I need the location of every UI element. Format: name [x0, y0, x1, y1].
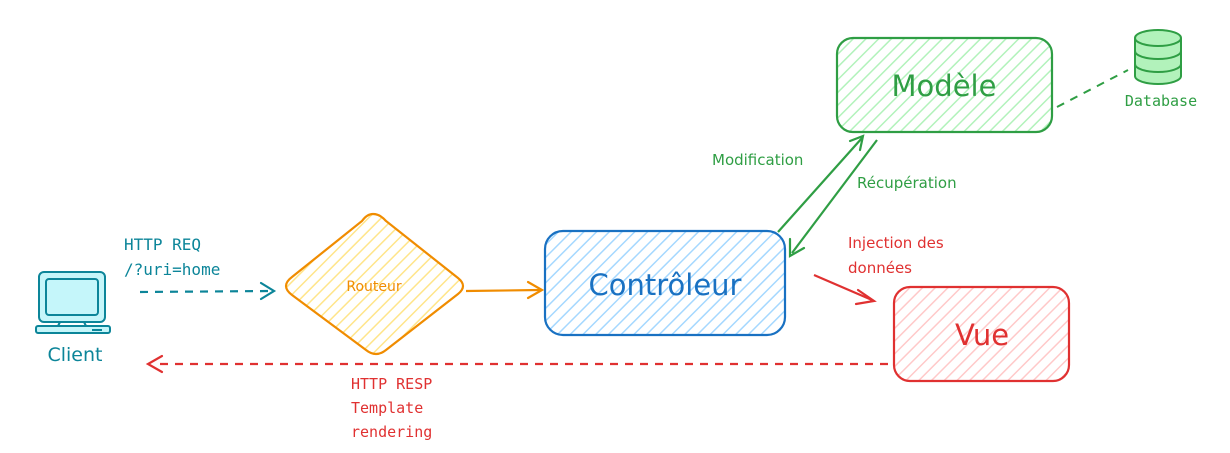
modification-edge: Modification [712, 134, 865, 233]
http-request-arrow [139, 289, 273, 294]
client-node: Client [35, 271, 111, 366]
database-icon [1134, 29, 1182, 85]
http-response-edge: HTTP RESP Template rendering [145, 354, 888, 441]
modification-arrowhead [848, 134, 865, 152]
injection-line-2: données [848, 259, 912, 277]
http-response-line-1: HTTP RESP [351, 375, 432, 393]
database-label: Database [1125, 92, 1197, 110]
router-to-controller-edge [465, 280, 545, 300]
http-response-arrowhead [145, 354, 164, 374]
router-node: Routeur [284, 212, 465, 356]
router-to-controller-arrowhead [526, 280, 545, 300]
controller-node: Contrôleur [543, 229, 787, 337]
injection-label: Injection des données [848, 234, 948, 277]
model-node: Modèle [835, 36, 1054, 134]
computer-icon [35, 271, 111, 334]
http-request-label: HTTP REQ /?uri=home [124, 235, 220, 279]
view-label: Vue [955, 318, 1009, 352]
injection-line-1: Injection des [848, 234, 944, 252]
view-box [892, 285, 1071, 383]
http-request-arrowhead [259, 281, 277, 301]
injection-arrow [813, 273, 873, 302]
recuperation-edge: Récupération [788, 139, 957, 258]
recuperation-arrowhead [788, 237, 806, 258]
modification-arrow [777, 137, 863, 233]
http-response-label: HTTP RESP Template rendering [351, 375, 441, 441]
http-response-line-2: Template [351, 399, 423, 417]
model-label: Modèle [892, 69, 997, 103]
http-request-line-1: HTTP REQ [124, 235, 201, 254]
modification-label: Modification [712, 151, 803, 169]
injection-arrowhead [854, 288, 877, 306]
controller-label: Contrôleur [589, 268, 742, 302]
http-request-line-2: /?uri=home [124, 260, 220, 279]
router-diamond [284, 212, 465, 356]
view-node: Vue [892, 285, 1071, 383]
http-request-edge: HTTP REQ /?uri=home [124, 235, 277, 301]
http-response-line-3: rendering [351, 423, 432, 441]
recuperation-arrow [791, 139, 878, 254]
model-database-link [1056, 69, 1129, 108]
client-label: Client [47, 344, 102, 366]
controller-box [543, 229, 787, 337]
router-to-controller-arrow [465, 288, 541, 293]
model-box [835, 36, 1054, 134]
router-label: Routeur [346, 279, 402, 295]
database-node: Database [1125, 29, 1197, 110]
recuperation-label: Récupération [857, 174, 957, 192]
injection-edge: Injection des données [813, 234, 948, 306]
